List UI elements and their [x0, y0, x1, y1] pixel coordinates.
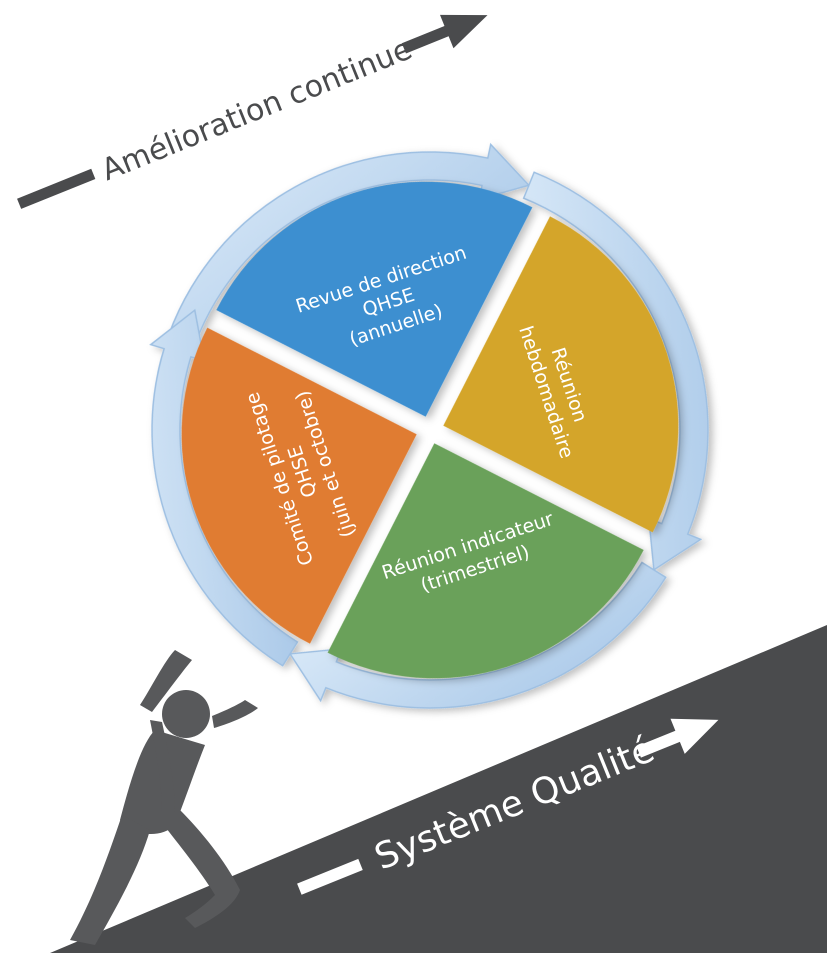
top-slogan-dash — [17, 168, 96, 209]
top-slogan-arrow-icon — [401, 14, 488, 54]
pushing-man-figure — [70, 650, 258, 945]
bottom-slogan-dash — [297, 858, 363, 895]
quadrant-revue-de-direction — [216, 181, 533, 417]
wheel-quadrants — [181, 181, 679, 679]
quadrant-comite-de-pilotage — [181, 327, 417, 644]
slope-background — [50, 625, 827, 953]
improvement-wheel: Revue de directionQHSE(annuelle) Réunion… — [149, 142, 709, 709]
quadrant-reunion-indicateur — [327, 443, 644, 679]
quadrant-reunion-hebdomadaire — [443, 216, 679, 533]
cycle-arrow-ring — [149, 142, 709, 709]
bottom-slogan-arrow-icon — [636, 718, 719, 758]
